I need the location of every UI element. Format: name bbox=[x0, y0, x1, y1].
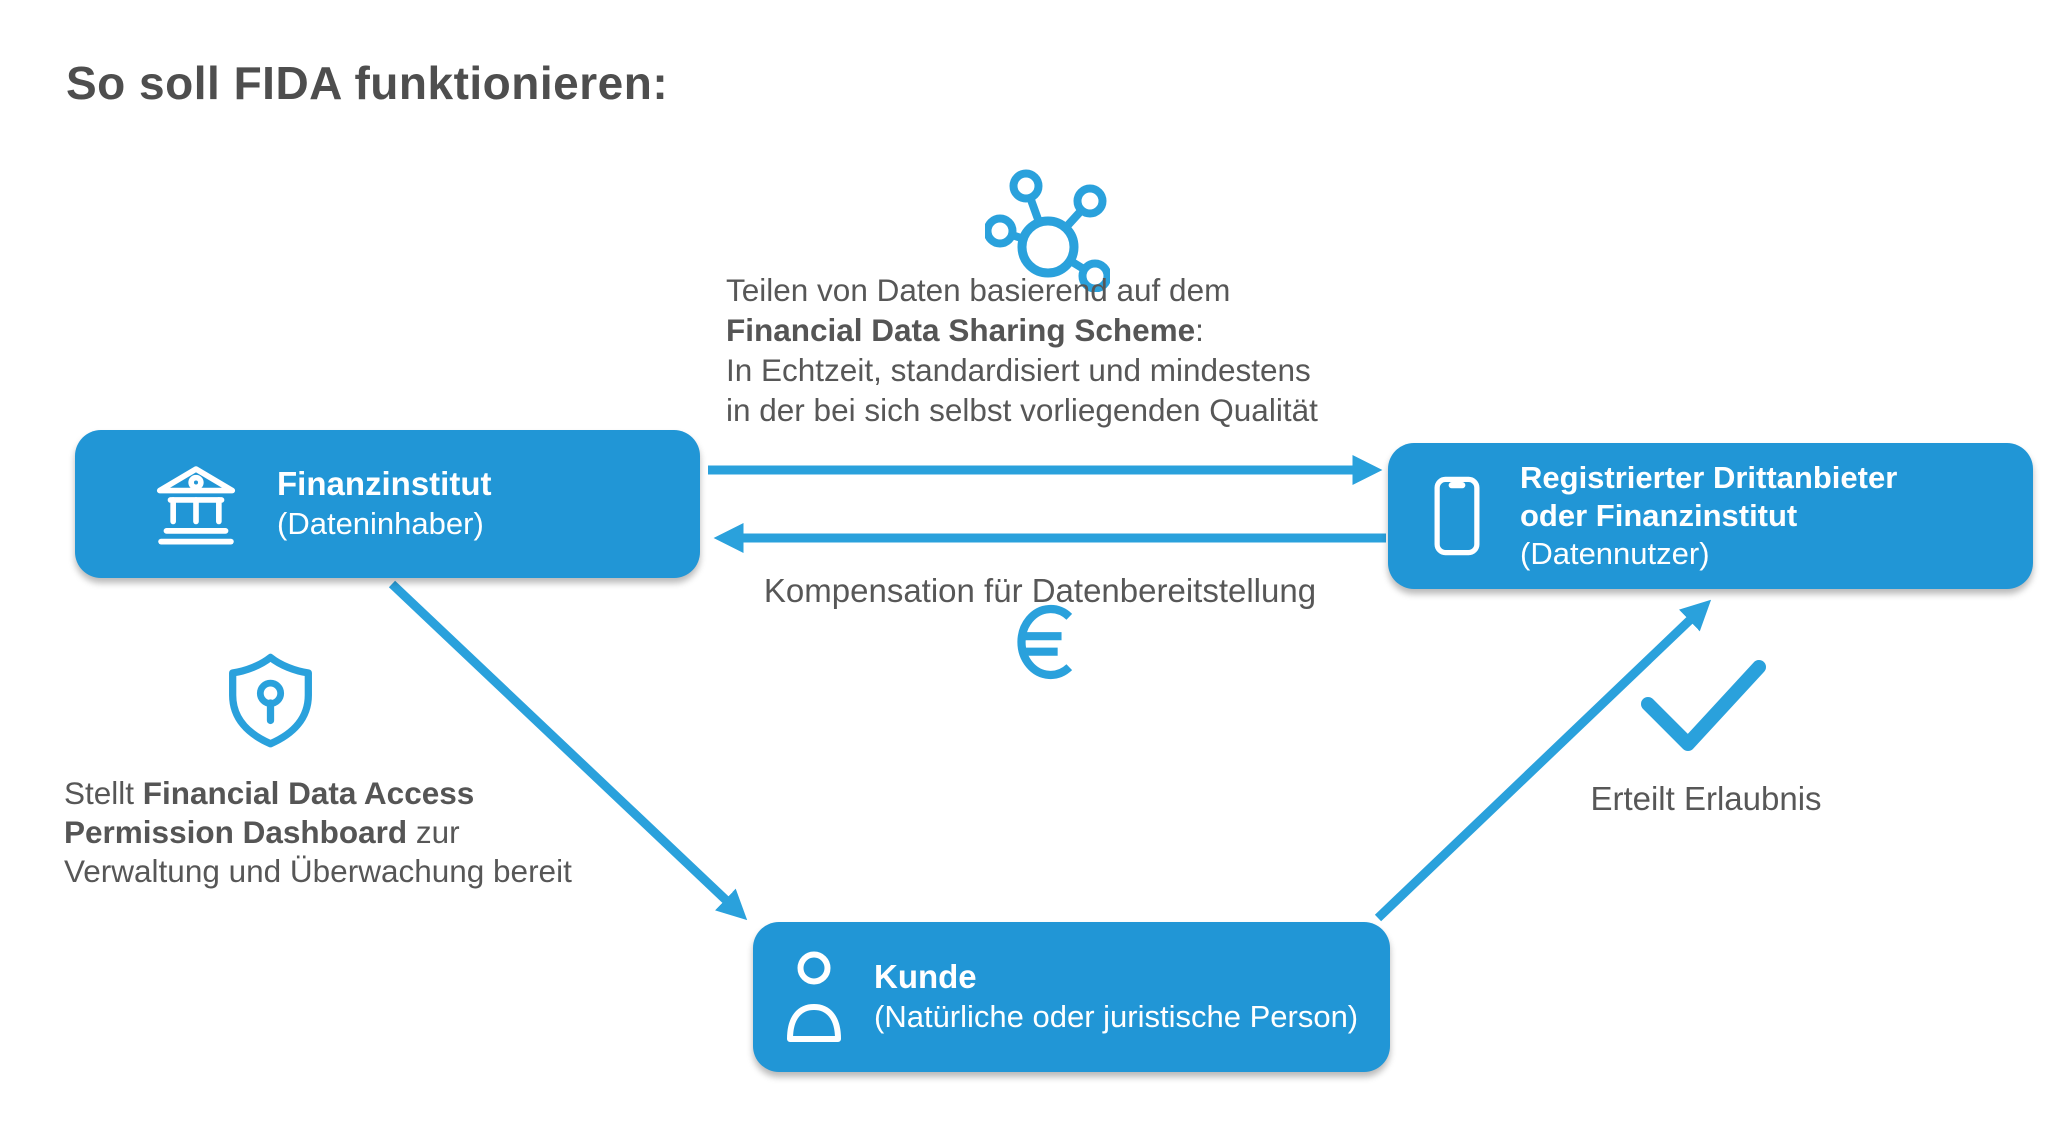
bank-icon bbox=[153, 461, 239, 547]
sharing-note-line3: In Echtzeit, standardisiert und mindeste… bbox=[726, 352, 1311, 388]
checkmark-icon bbox=[1638, 654, 1768, 754]
node-third-party: Registrierter Drittanbieter oder Finanzi… bbox=[1388, 443, 2033, 589]
network-nodes-icon bbox=[985, 167, 1110, 292]
person-icon bbox=[786, 949, 842, 1045]
dashboard-note-line1: Stellt Financial Data Access bbox=[64, 775, 475, 811]
node-title: Finanzinstitut bbox=[277, 465, 492, 502]
node-customer: Kunde (Natürliche oder juristische Perso… bbox=[753, 922, 1390, 1072]
smartphone-icon bbox=[1434, 476, 1480, 556]
shield-keyhole-icon bbox=[222, 650, 319, 756]
data-sharing-note: Teilen von Daten basierend auf dem Finan… bbox=[726, 270, 1446, 430]
sharing-note-line1: Teilen von Daten basierend auf dem bbox=[726, 272, 1231, 308]
node-subtitle: (Dateninhaber) bbox=[277, 506, 484, 541]
euro-icon bbox=[1016, 600, 1078, 684]
node-title-line2: oder Finanzinstitut bbox=[1520, 498, 1798, 533]
node-subtitle: (Datennutzer) bbox=[1520, 536, 1710, 571]
page-title: So soll FIDA funktionieren: bbox=[66, 57, 669, 109]
sharing-note-line4: in der bei sich selbst vorliegenden Qual… bbox=[726, 392, 1318, 428]
sharing-note-line2: Financial Data Sharing Scheme: bbox=[726, 312, 1204, 348]
dashboard-note-line3: Verwaltung und Überwachung bereit bbox=[64, 853, 572, 889]
dashboard-note-line2: Permission Dashboard zur bbox=[64, 814, 460, 850]
node-title-line1: Registrierter Drittanbieter bbox=[1520, 460, 1898, 495]
compensation-label: Kompensation für Datenbereitstellung bbox=[763, 572, 1317, 609]
node-title: Kunde bbox=[874, 958, 977, 995]
node-financial-institution: Finanzinstitut (Dateninhaber) bbox=[75, 430, 700, 578]
dashboard-note: Stellt Financial Data Access Permission … bbox=[64, 774, 624, 891]
permission-label: Erteilt Erlaubnis bbox=[1590, 780, 1822, 817]
node-subtitle: (Natürliche oder juristische Person) bbox=[874, 999, 1359, 1034]
